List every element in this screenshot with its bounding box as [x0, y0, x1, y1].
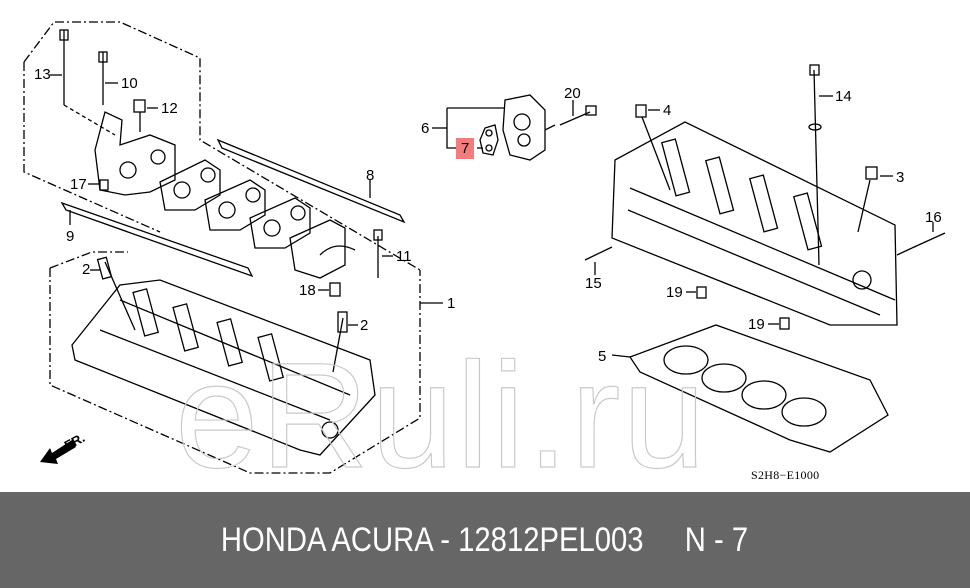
rocker-holder	[94, 111, 176, 196]
diagram-drawing	[23, 21, 946, 474]
bolt-12	[133, 99, 146, 113]
cam-holder	[289, 219, 346, 279]
callout-9[interactable]: 9	[66, 228, 75, 245]
part-info-footer: HONDA ACURA - 12812PEL003 N - 7	[0, 492, 970, 588]
dowel-19a	[696, 286, 707, 299]
callout-12[interactable]: 12	[161, 100, 178, 117]
dowel-18	[329, 282, 341, 297]
solenoid-bracket	[446, 108, 458, 149]
diagram-reference-code: S2H8−E1000	[751, 468, 820, 482]
stud-16	[911, 232, 946, 249]
brand-name: HONDA ACURA	[221, 520, 433, 559]
callout-20[interactable]: 20	[564, 85, 581, 102]
cylinder-head-right	[611, 121, 898, 326]
callout-5[interactable]: 5	[598, 348, 607, 365]
stud-15	[584, 246, 613, 261]
callout-13[interactable]: 13	[34, 66, 51, 83]
spool-valve-6	[502, 94, 546, 161]
callout-14[interactable]: 14	[835, 88, 852, 105]
title-separator: -	[440, 520, 451, 559]
position-label: N - 7	[685, 520, 749, 559]
callout-2a[interactable]: 2	[82, 261, 91, 278]
dowel-2a	[104, 261, 136, 331]
cylinder-head-left	[71, 279, 376, 456]
rocker-shaft-8	[216, 138, 406, 224]
part-number: 12812PEL003	[458, 520, 644, 559]
part-title: HONDA ACURA - 12812PEL003 N - 7	[221, 521, 748, 560]
callout-2b[interactable]: 2	[360, 317, 369, 334]
callout-17[interactable]: 17	[70, 176, 87, 193]
rocker-shaft-9	[60, 201, 254, 278]
callout-19b[interactable]: 19	[748, 316, 765, 333]
dowel-2b	[332, 317, 344, 373]
gasket-7	[479, 124, 499, 156]
head-group-boundary	[49, 251, 128, 269]
rocker-arm-c	[249, 197, 311, 249]
rocker-arm-a	[159, 159, 221, 211]
callout-11[interactable]: 11	[396, 248, 412, 265]
bolt-14	[813, 69, 820, 266]
callout-8[interactable]: 8	[366, 167, 375, 184]
cap-4	[635, 104, 647, 118]
dowel-19b	[779, 317, 790, 330]
cap-3	[865, 166, 878, 180]
callout-3[interactable]: 3	[896, 169, 905, 186]
rocker-arm-b	[204, 179, 266, 231]
pin-17	[99, 179, 109, 191]
callout-1[interactable]: 1	[447, 295, 456, 312]
callout-16[interactable]: 16	[925, 209, 942, 226]
front-direction-arrow	[40, 440, 76, 464]
bolt-20	[559, 111, 591, 126]
callout-15[interactable]: 15	[585, 275, 602, 292]
callout-10[interactable]: 10	[121, 75, 138, 92]
parts-diagram: eRuli.ru 13 10 12 17 9 8 11 18 2 2 1 6 7…	[23, 21, 946, 491]
callout-6[interactable]: 6	[421, 120, 430, 137]
callout-4[interactable]: 4	[663, 102, 672, 119]
head-gasket-5	[629, 324, 889, 453]
callout-19a[interactable]: 19	[666, 284, 683, 301]
callout-18[interactable]: 18	[299, 282, 316, 299]
rocker-group-boundary	[23, 21, 421, 271]
callout-7-highlighted[interactable]: 7	[456, 138, 475, 159]
